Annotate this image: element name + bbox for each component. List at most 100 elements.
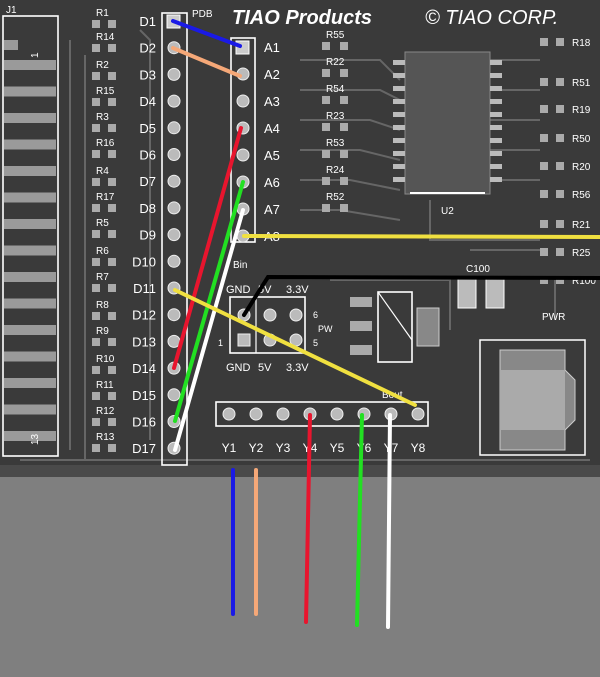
wire-white-top — [173, 208, 245, 452]
pw-label: PW — [318, 324, 333, 334]
resistor-pad — [540, 105, 548, 113]
power-pin — [263, 308, 277, 322]
y-pin-pad — [330, 407, 344, 421]
resistor-label: R52 — [326, 192, 345, 203]
y-pin-label: Y1 — [222, 441, 237, 455]
u2-pin — [393, 73, 405, 78]
connector-pad — [4, 378, 56, 388]
d-pin-label: D14 — [132, 361, 156, 376]
resistor-pad — [92, 338, 100, 346]
power-bottom-3v3: 3.3V — [286, 362, 309, 374]
resistor-label: R11 — [96, 380, 114, 391]
jumper-wires — [171, 19, 600, 629]
y-pin-label: Y8 — [411, 441, 426, 455]
resistor-pad — [556, 78, 564, 86]
power-top-3v3: 3.3V — [286, 284, 309, 296]
a-pin-label: A4 — [264, 121, 280, 136]
u2-pin — [490, 151, 502, 156]
resistor-pad — [92, 284, 100, 292]
resistor-label: R4 — [96, 166, 109, 177]
d-pin-pad — [167, 228, 181, 242]
power-bottom-5v: 5V — [258, 362, 272, 374]
resistor-pad — [92, 444, 100, 452]
connector-pad — [4, 113, 56, 123]
resistor-pad — [540, 78, 548, 86]
u2-pin — [490, 164, 502, 169]
resistor-pad — [108, 258, 116, 266]
u2-pin — [393, 177, 405, 182]
power-bottom-gnd: GND — [226, 362, 251, 374]
resistor-pad — [108, 338, 116, 346]
d-pin-label: D2 — [139, 41, 156, 56]
power-pin — [237, 333, 251, 347]
resistor-label: R13 — [96, 432, 115, 443]
resistor-pad — [322, 204, 330, 212]
d-pin-label: D1 — [139, 14, 156, 29]
u2-pin — [393, 164, 405, 169]
u2-pin — [490, 86, 502, 91]
resistor-label: R7 — [96, 272, 109, 283]
resistor-pad — [540, 162, 548, 170]
resistor-pad — [92, 72, 100, 80]
a-pin-pad — [236, 148, 250, 162]
y-pin-label: Y5 — [330, 441, 345, 455]
pdb-label: PDB — [192, 9, 213, 20]
resistor-pad — [92, 98, 100, 106]
u2-pin — [490, 177, 502, 182]
d-pin-pad — [167, 308, 181, 322]
resistor-pad — [92, 392, 100, 400]
u2-pin — [393, 86, 405, 91]
wire-blue-top — [171, 19, 242, 48]
power-pin1-label: 1 — [218, 338, 223, 348]
resistor-pad — [556, 190, 564, 198]
a-pin-label: A3 — [264, 94, 280, 109]
connector-pad — [4, 192, 56, 203]
power-pin6-label: 6 — [313, 310, 318, 320]
y-header-outline — [215, 401, 429, 427]
resistor-pad — [322, 42, 330, 50]
a-pin-label: A6 — [264, 175, 280, 190]
d-pin-label: D9 — [139, 228, 156, 243]
wire-white-bottom — [386, 413, 392, 629]
d-pin-pad — [167, 201, 181, 215]
u2-pin — [393, 60, 405, 65]
connector-pad — [4, 166, 56, 176]
resistor-pad — [340, 150, 348, 158]
resistor-pad — [108, 418, 116, 426]
resistor-pad — [540, 190, 548, 198]
connector-pad — [4, 139, 56, 150]
resistor-label: R53 — [326, 138, 345, 149]
resistor-label: R54 — [326, 84, 345, 95]
u2-pin — [490, 73, 502, 78]
resistor-label: R5 — [96, 218, 109, 229]
resistor-label: R21 — [572, 220, 591, 231]
y-pin-label: Y2 — [249, 441, 264, 455]
d-header-pins: D1D2D3D4D5D6D7D8D9D10D11D12D13D14D15D16D… — [132, 14, 181, 456]
pcb-edge — [0, 465, 600, 477]
resistor-label: R25 — [572, 248, 591, 259]
resistor-pad — [108, 230, 116, 238]
left-resistor-array: R1R14R2R15R3R16R4R17R5R6R7R8R9R10R11R12R… — [92, 8, 116, 452]
a-pin-label: A7 — [264, 202, 280, 217]
d-pin-label: D11 — [133, 281, 156, 296]
connector-pad — [4, 404, 56, 415]
d-pin-label: D17 — [132, 441, 156, 456]
c100-label: C100 — [466, 264, 490, 275]
wire-green-top — [173, 180, 245, 423]
y-pin-label: Y6 — [357, 441, 372, 455]
d-pin-label: D3 — [139, 67, 156, 82]
connector-pad — [4, 431, 56, 441]
resistor-pad — [108, 366, 116, 374]
brand-title: TIAO Products — [232, 7, 372, 29]
resistor-pad — [556, 220, 564, 228]
resistor-label: R16 — [96, 138, 115, 149]
d-pin-label: D6 — [139, 148, 156, 163]
wire-green-bottom — [355, 413, 364, 627]
resistor-pad — [340, 123, 348, 131]
u2-chip-pins — [393, 60, 502, 182]
c100-pad-right — [485, 277, 505, 309]
